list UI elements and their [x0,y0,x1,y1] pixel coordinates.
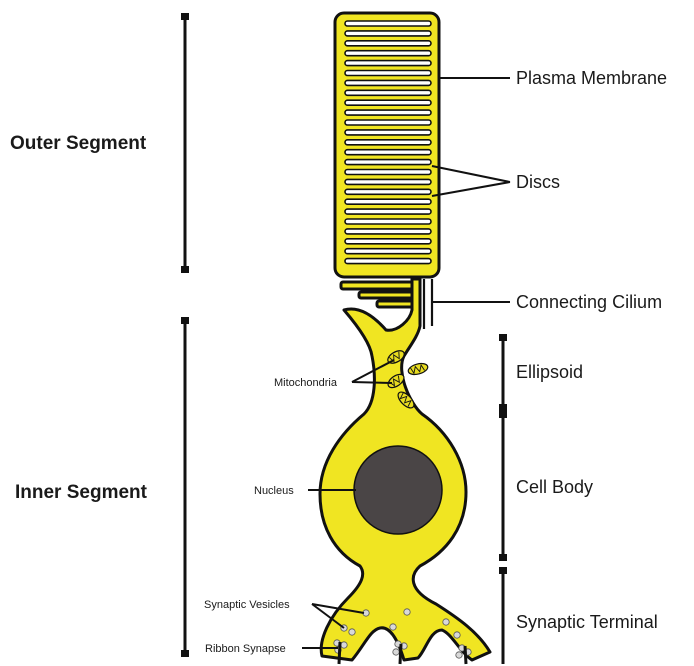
disc [345,90,431,95]
disc [345,160,431,165]
disc [345,31,431,36]
disc [345,110,431,115]
disc [345,249,431,254]
ellipsoid-bracket [499,334,507,411]
nucleus-label: Nucleus [254,485,294,497]
basal-discs [341,282,413,307]
plasma-membrane-label: Plasma Membrane [516,68,667,88]
disc [345,80,431,85]
cell-body-label: Cell Body [516,477,593,497]
disc [345,150,431,155]
disc [345,179,431,184]
outer-segment-bracket [181,13,189,273]
disc [345,120,431,125]
disc [345,189,431,194]
synaptic-terminal-label: Synaptic Terminal [516,612,658,632]
disc [345,71,431,76]
synaptic-terminal-bracket [499,567,507,664]
connecting-cilium-label: Connecting Cilium [516,292,662,312]
disc [345,209,431,214]
disc [345,21,431,26]
disc [345,259,431,264]
mitochondrion [407,362,429,377]
disc [345,199,431,204]
disc [345,130,431,135]
disc [345,51,431,56]
disc [345,140,431,145]
disc [345,170,431,175]
disc [345,100,431,105]
disc [345,229,431,234]
ellipsoid-label: Ellipsoid [516,362,583,382]
disc [345,61,431,66]
cell-body-bracket [499,411,507,561]
discs-label: Discs [516,172,560,192]
connecting-cilium [424,279,432,329]
ribbon-synapse-label: Ribbon Synapse [205,643,286,655]
nucleus [354,446,442,534]
mitochondria-label: Mitochondria [274,377,338,389]
discs-leader [432,166,510,196]
inner-segment-label: Inner Segment [15,482,148,503]
disc [345,219,431,224]
disc [345,41,431,46]
inner-segment-bracket [181,317,189,657]
outer-segment-label: Outer Segment [10,133,147,154]
synaptic-vesicles-label: Synaptic Vesicles [204,599,290,611]
disc [345,239,431,244]
